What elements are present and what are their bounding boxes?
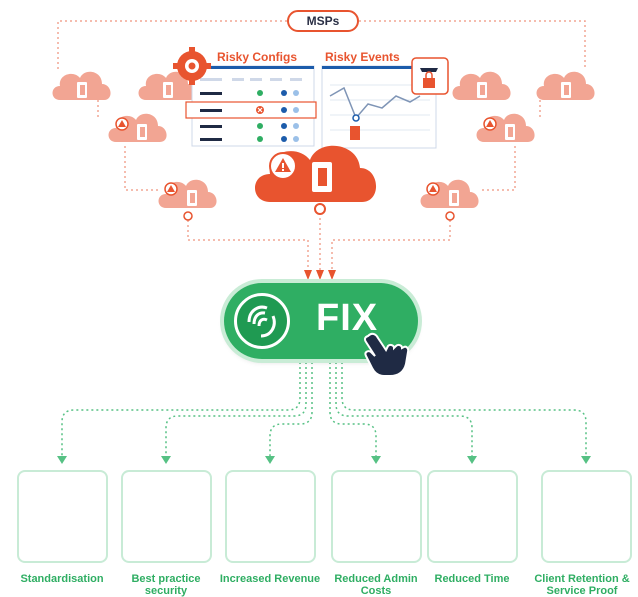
- outcome-label: Standardisation: [20, 573, 104, 585]
- outcome-card-reduced-time: [427, 470, 518, 563]
- central-alert-badge: [269, 152, 297, 180]
- fix-button[interactable]: FIX: [224, 283, 418, 359]
- msps-label: MSPs: [287, 10, 359, 32]
- outcome-card-reduced-admin-costs: [331, 470, 422, 563]
- fix-input-arrows: [304, 270, 336, 280]
- outcome-card-best-practice-security: [121, 470, 212, 563]
- risky-events-title: Risky Events: [325, 50, 400, 64]
- outcome-label: Reduced Time: [434, 573, 510, 585]
- outcome-label: Client Retention & Service Proof: [534, 573, 630, 597]
- msp-connectors: [57, 20, 586, 70]
- cloud-to-fix-connectors: [97, 100, 541, 270]
- outcome-label: Reduced Admin Costs: [334, 573, 418, 597]
- gear-icon: [173, 47, 211, 85]
- pointer-hand-icon: [363, 332, 410, 377]
- outcome-label: Best practice security: [131, 573, 201, 597]
- outcome-card-increased-revenue: [225, 470, 316, 563]
- outcome-card-standardisation: [17, 470, 108, 563]
- output-arrowheads: [57, 456, 591, 464]
- risky-configs-title: Risky Configs: [217, 50, 298, 64]
- risky-events-panel: [321, 57, 449, 149]
- risky-configs-panel: [185, 65, 317, 147]
- outcome-label: Increased Revenue: [219, 573, 321, 585]
- fix-logo-icon: [234, 293, 290, 349]
- client-alert-badges: [115, 117, 497, 221]
- outcome-card-client-retention: [541, 470, 632, 563]
- fix-output-connectors: [61, 362, 587, 458]
- fix-label: FIX: [316, 297, 379, 339]
- hacker-icon: [411, 57, 449, 95]
- central-cloud: [255, 145, 377, 215]
